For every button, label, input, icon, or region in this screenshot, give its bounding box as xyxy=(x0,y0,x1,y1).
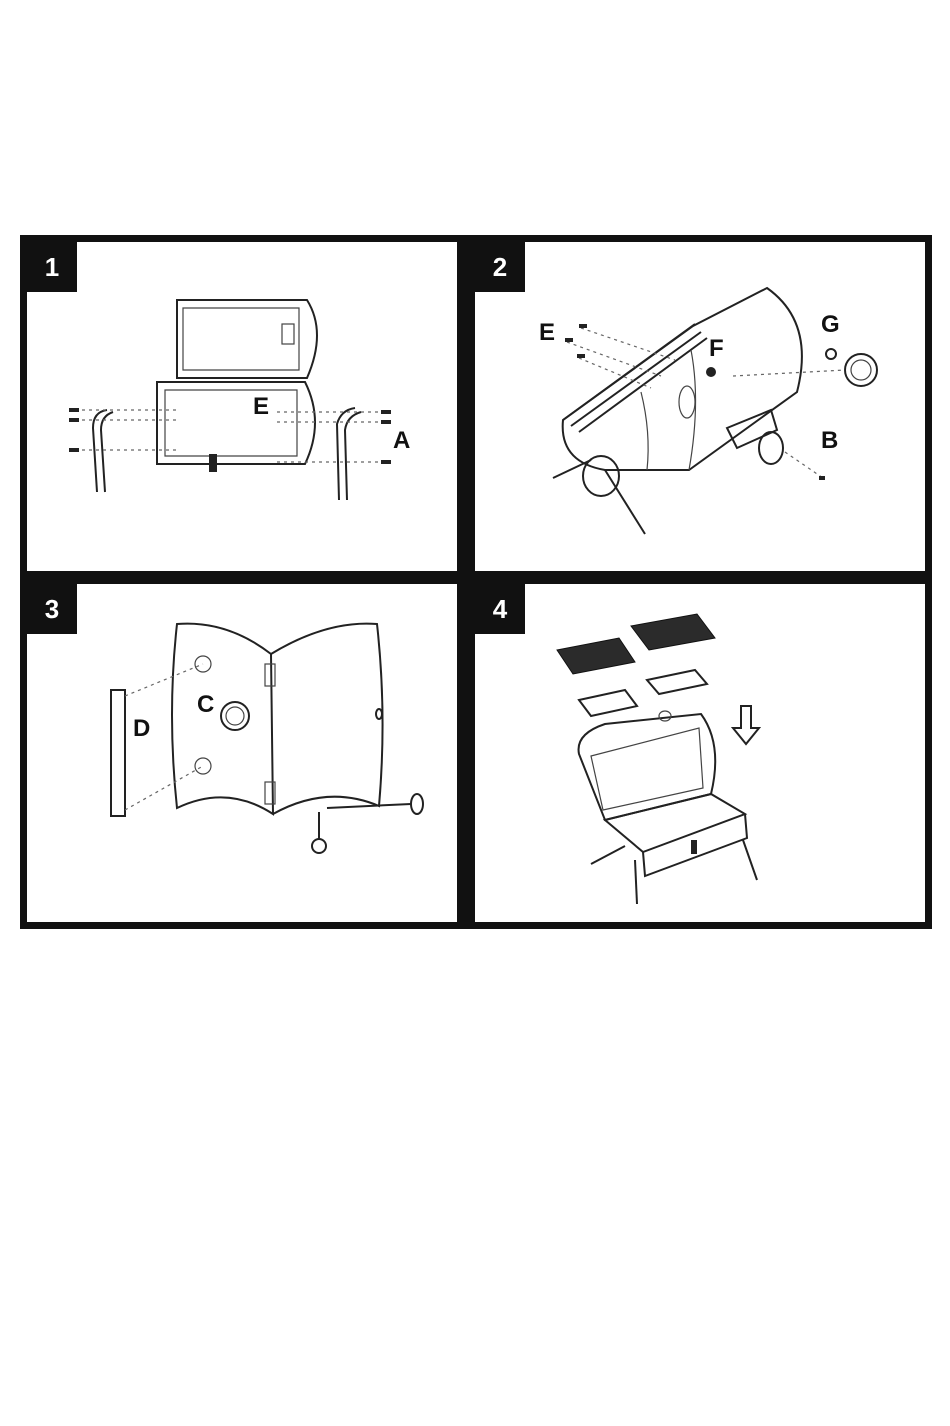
part-label-f: F xyxy=(709,335,724,362)
part-label-g: G xyxy=(821,311,840,338)
charcoal-tray xyxy=(579,690,637,716)
step-4-panel: 4 xyxy=(472,581,928,925)
grill-base xyxy=(157,382,315,464)
leg-end xyxy=(583,456,619,496)
guide-line xyxy=(785,452,823,478)
lid-edge xyxy=(563,324,695,420)
part-label-b: B xyxy=(821,427,838,454)
bolt xyxy=(69,448,79,452)
guide-line xyxy=(581,328,675,360)
handle-mount xyxy=(195,758,211,774)
rear-leg xyxy=(553,460,591,478)
part-label-a: A xyxy=(393,427,410,454)
nut xyxy=(706,367,716,377)
bolt xyxy=(69,408,79,412)
base-latch xyxy=(691,840,697,854)
right-leg-inner xyxy=(345,412,361,500)
thermometer xyxy=(221,702,249,730)
insert-arrow-icon xyxy=(733,706,759,744)
base-inner xyxy=(165,390,297,456)
thermometer-face xyxy=(226,707,244,725)
bolt xyxy=(381,460,391,464)
side-handle xyxy=(111,690,125,816)
step-1-drawing: E A xyxy=(27,242,457,571)
vent-opening xyxy=(679,386,695,418)
part-label-d: D xyxy=(133,715,150,742)
grill-body-right xyxy=(271,624,383,814)
front-leg xyxy=(605,470,645,534)
assembly-instructions-sheet: 1 xyxy=(20,235,932,929)
part-label-e: E xyxy=(253,393,269,420)
leg xyxy=(743,840,757,880)
body-seam xyxy=(641,392,648,470)
lid-knob xyxy=(659,711,671,721)
hinge xyxy=(265,664,275,686)
part-label-e: E xyxy=(539,319,555,346)
leg xyxy=(327,804,411,808)
step-2-drawing: E F G B xyxy=(475,242,925,571)
step-1-panel: 1 xyxy=(24,239,460,574)
guide-line xyxy=(125,766,203,810)
lid-handle xyxy=(282,324,294,344)
leg-end xyxy=(312,839,326,853)
leg-end xyxy=(411,794,423,814)
vertical-divider xyxy=(458,235,472,929)
step-2-panel: 2 xyxy=(472,239,928,574)
grill-body xyxy=(563,288,802,470)
lid-inner xyxy=(591,728,703,810)
guide-line xyxy=(125,664,203,696)
left-leg-inner xyxy=(101,412,113,492)
part-label-c: C xyxy=(197,691,214,718)
bolt xyxy=(819,476,825,480)
thermometer xyxy=(845,354,877,386)
grill-lid xyxy=(177,300,317,378)
step-4-drawing xyxy=(475,584,925,922)
grill-lid-open xyxy=(579,714,716,820)
bolt xyxy=(577,354,585,358)
washer xyxy=(826,349,836,359)
guide-line xyxy=(733,370,845,376)
grill-body-left xyxy=(172,624,273,814)
step-3-panel: 3 C D xyxy=(24,581,460,925)
grill-base xyxy=(605,794,745,852)
bolt xyxy=(69,418,79,422)
leg xyxy=(635,860,637,904)
side-handle xyxy=(727,410,777,448)
end-cap xyxy=(759,432,783,464)
cooking-grate xyxy=(631,614,715,650)
cooking-grate xyxy=(557,638,635,674)
step-3-drawing: C D xyxy=(27,584,457,922)
bolt xyxy=(381,420,391,424)
bolt xyxy=(579,324,587,328)
base-latch xyxy=(209,454,217,472)
side-knob xyxy=(376,709,382,719)
bolt xyxy=(381,410,391,414)
bolt xyxy=(565,338,573,342)
thermometer-face xyxy=(851,360,871,380)
charcoal-tray xyxy=(647,670,707,694)
leg xyxy=(591,846,625,864)
